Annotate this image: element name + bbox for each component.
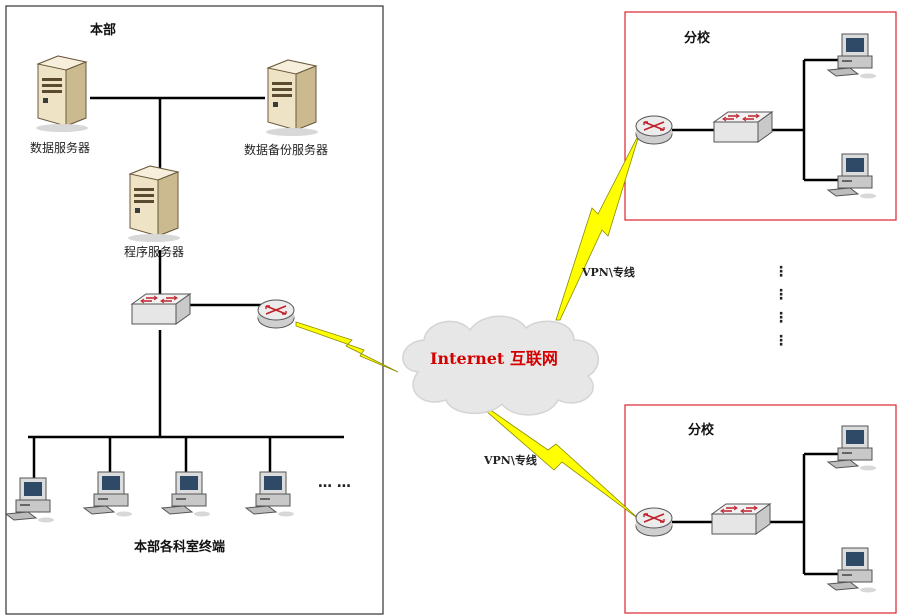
branch-bottom-terminal-icon-1 — [827, 425, 877, 471]
branch-top-border — [624, 11, 897, 221]
hq-terminal-icon-4 — [245, 471, 295, 517]
branch-bottom-title: 分校 — [688, 422, 715, 438]
more-branches-dots: ⋮ ⋮ ⋮ ⋮ — [774, 264, 788, 349]
branch-top-router-icon — [635, 115, 673, 145]
hq-title: 本部 — [90, 22, 116, 38]
program-server-icon — [127, 165, 181, 243]
backup-server-label: 数据备份服务器 — [244, 142, 328, 157]
data-server-icon — [35, 55, 89, 133]
branch-bottom-links — [672, 452, 838, 576]
hq-terminal-icon-3 — [161, 471, 211, 517]
bottom-branch-lightning-link — [475, 399, 641, 521]
svg-text:⋮: ⋮ — [774, 310, 788, 326]
backup-server-icon — [265, 59, 319, 137]
branch-top-terminal-icon-1 — [827, 33, 877, 79]
hq-lightning-link — [295, 321, 399, 373]
hq-switch-icon — [131, 293, 191, 325]
hq-terminal-icon-2 — [83, 471, 133, 517]
svg-text:⋮: ⋮ — [774, 333, 788, 349]
top-branch-lightning-link — [555, 131, 641, 321]
internet-label: Internet 互联网 — [430, 349, 558, 368]
branch-bottom-switch-icon — [711, 503, 771, 535]
program-server-label: 程序服务器 — [124, 244, 184, 259]
hq-terminal-icon-1 — [5, 477, 55, 523]
branch-top-title: 分校 — [684, 30, 711, 46]
hq-border — [5, 5, 384, 615]
branch-bottom-terminal-icon-2 — [827, 547, 877, 593]
svg-text:⋮: ⋮ — [774, 287, 788, 303]
branch-top-terminal-icon-2 — [827, 153, 877, 199]
svg-text:⋮: ⋮ — [774, 264, 788, 280]
bottom-vpn-label: VPN\专线 — [483, 453, 537, 467]
top-vpn-label: VPN\专线 — [581, 265, 635, 279]
data-server-label: 数据服务器 — [30, 140, 90, 155]
branch-top-switch-icon — [713, 111, 773, 143]
branch-top-links — [672, 58, 838, 182]
hq-more-terminals: … … — [318, 475, 351, 491]
hq-links — [28, 96, 344, 480]
hq-terminals-label: 本部各科室终端 — [134, 539, 225, 555]
internet-cloud — [402, 315, 599, 416]
hq-router-icon — [257, 299, 295, 329]
branch-bottom-router-icon — [635, 507, 673, 537]
